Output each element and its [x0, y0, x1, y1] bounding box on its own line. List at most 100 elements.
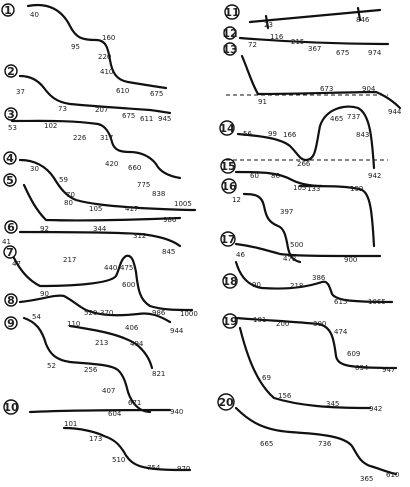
curve-1-number: 1 [4, 4, 12, 17]
curve-19-label: 474 [334, 328, 348, 336]
curve-11-line [248, 8, 382, 24]
curve-13-label: 673 [320, 85, 333, 93]
curve-11-label: 23 [264, 21, 273, 29]
curve-2-label: 207 [95, 106, 108, 114]
curve-4-label: 70 [66, 191, 75, 199]
curve-18-label: 615 [334, 298, 347, 306]
curve-1-label: 675 [150, 90, 163, 98]
curve-19-label: 942 [369, 405, 382, 413]
curve-13-label: 91 [258, 98, 267, 106]
curve-17-label: 900 [344, 256, 357, 264]
curve-4-label: 30 [30, 165, 39, 173]
curve-19-label: 345 [326, 400, 339, 408]
curve-13-group: 13 91 673 904 944 [222, 42, 402, 116]
curve-8-label: 370 [100, 309, 113, 317]
curve-16-group: 16 105 133 199 12 397 500 [221, 178, 376, 264]
curve-19-label: 694 [355, 364, 369, 372]
curve-18-label: 386 [312, 274, 326, 282]
curve-9-branch-line [68, 324, 154, 370]
curve-18-number-ring [222, 273, 238, 289]
curve-16-label: 500 [290, 241, 303, 249]
curve-19-label: 101 [253, 316, 266, 324]
curve-5-line [22, 183, 182, 222]
curve-9-label: 494 [130, 340, 144, 348]
curve-15-number-ring [220, 158, 236, 174]
curve-9-label: 671 [128, 399, 141, 407]
curve-14-label: 843 [356, 131, 369, 139]
curve-17-label: 46 [236, 251, 245, 259]
curve-2-number: 2 [7, 65, 15, 78]
curve-6-line [18, 230, 182, 248]
curve-4-number-ring [3, 151, 17, 165]
curve-9-number: 9 [7, 317, 15, 330]
curve-9-label: 256 [84, 366, 98, 374]
curve-5-number-ring [3, 173, 17, 187]
curve-13-label: 944 [388, 108, 402, 116]
curve-9-number-ring [4, 316, 18, 330]
curve-2-label: 73 [58, 105, 67, 113]
curve-3-line [10, 119, 182, 180]
curve-19-label: 300 [313, 320, 326, 328]
curve-9-group: 9 54 110 213 494 52 256 407 604 671 821 [4, 313, 165, 418]
curve-8-line [18, 294, 172, 324]
curve-6-label: 845 [162, 248, 175, 256]
curve-3-group: 3 53 102 226 317 420 660 775 838 [4, 107, 182, 198]
curve-7-label: 600 [122, 281, 135, 289]
curve-14-number: 14 [219, 122, 235, 135]
curve-18-label: 1065 [368, 298, 386, 306]
curve-2-label: 675 [122, 112, 135, 120]
curve-14-label: 99 [268, 130, 277, 138]
curve-3-label: 838 [152, 190, 165, 198]
curve-19-label: 69 [262, 374, 271, 382]
curve-9-label: 821 [152, 370, 165, 378]
curve-10-label: 510 [112, 456, 125, 464]
curve-8-number-ring [4, 293, 18, 307]
curve-1-label: 220 [98, 53, 111, 61]
curve-3-number-ring [4, 107, 18, 121]
curve-13-number: 13 [222, 43, 237, 56]
curve-11-label: 846 [356, 16, 370, 24]
curve-4-label: 80 [64, 199, 73, 207]
curve-12-number: 12 [222, 27, 237, 40]
curve-2-line [18, 74, 172, 115]
curve-1-group: 1 40 95 160 220 410 610 675 [1, 3, 168, 98]
curve-6-number-ring [4, 220, 18, 234]
curve-12-label: 72 [248, 41, 257, 49]
curve-10-step-line [62, 426, 192, 472]
curve-16-label: 199 [350, 185, 363, 193]
curve-18-group: 18 90 218 386 615 1065 [222, 260, 394, 306]
curve-9-label: 54 [32, 313, 41, 321]
curve-8-label: 406 [125, 324, 139, 332]
curve-5-label: 92 [40, 225, 49, 233]
curve-14-label: 56 [243, 130, 252, 138]
curve-17-label: 473 [283, 255, 296, 263]
curve-17-group: 17 46 473 900 [220, 231, 382, 264]
curve-4-line [18, 158, 197, 212]
curve-18-label: 218 [290, 282, 303, 290]
curve-3-label: 317 [100, 134, 113, 142]
curve-13-label: 904 [362, 85, 376, 93]
curve-11-number: 11 [224, 6, 239, 19]
curve-6-group: 6 41 845 [2, 220, 182, 256]
curve-5-group: 5 92 344 312 986 [3, 173, 182, 240]
curve-10-line [28, 408, 172, 414]
curve-10-label: 754 [147, 464, 161, 472]
curve-3-label: 226 [73, 134, 87, 142]
curve-4-label: 105 [89, 205, 102, 213]
curve-16-label: 133 [307, 185, 320, 193]
curve-12-label: 367 [308, 45, 321, 53]
curve-2-number-ring [4, 64, 18, 78]
curve-9-label: 110 [67, 320, 80, 328]
curve-10-label: 970 [177, 465, 190, 473]
curve-9-label: 604 [108, 410, 122, 418]
curve-19-number-ring [222, 313, 238, 329]
curve-7-label: 440 [104, 264, 117, 272]
curve-9-label: 213 [95, 339, 108, 347]
curve-20-line [234, 406, 398, 476]
curve-7-label: 1000 [180, 310, 198, 318]
curve-17-number: 17 [220, 233, 235, 246]
curve-19-label: 609 [347, 350, 360, 358]
curve-7-label: 90 [40, 290, 49, 298]
curve-1-line [26, 3, 168, 90]
